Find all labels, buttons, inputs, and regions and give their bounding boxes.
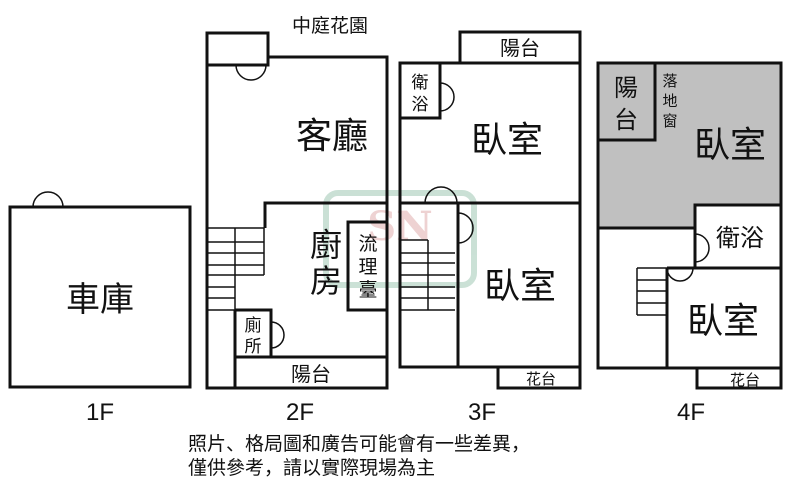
door-icon [235, 64, 267, 81]
balcony-label: 陽台 [500, 36, 540, 60]
bath-box [398, 61, 442, 120]
outer-wall [596, 61, 783, 370]
garage-label: 車庫 [66, 280, 134, 320]
door-icon [666, 267, 694, 282]
bedroom-a-label: 臥室 [694, 125, 766, 166]
door-icon [457, 212, 474, 244]
bedroom-b-label: 臥室 [687, 301, 759, 342]
counter-label-3: 臺 [358, 279, 377, 301]
living-label: 客廳 [296, 116, 368, 157]
floor-4f: 陽 台 落 地 窗 臥室 衛浴 臥室 花台 4F [596, 61, 783, 426]
floor-2f: 中庭花園 客廳 廚 房 流 理 臺 廁 所 陽台 2F [205, 15, 389, 426]
kitchen-label-1: 廚 [310, 226, 342, 264]
planter-label: 花台 [730, 371, 760, 389]
interior-walls [400, 201, 580, 367]
counter-label-1: 流 [358, 233, 377, 255]
floor-label-1f: 1F [86, 399, 114, 426]
toilet-balcony-walls [233, 308, 387, 388]
kitchen-wall [263, 201, 387, 228]
kitchen-label-2: 房 [310, 262, 342, 300]
courtyard-label: 中庭花園 [292, 15, 368, 37]
garage-room [8, 205, 192, 389]
shaded-bedroom-area [598, 63, 781, 228]
floor-1f: 車庫 1F [8, 191, 192, 426]
bath-label: 衛浴 [716, 224, 764, 252]
counter-label-2: 理 [358, 256, 377, 278]
door-icon [424, 186, 458, 204]
stairs-icon [400, 239, 455, 311]
window-label-3: 窗 [662, 112, 677, 130]
balcony-box [596, 61, 657, 142]
door-icon [439, 82, 455, 112]
disclaimer-line-1: 照片、格局圖和廣告可能會有一些差異， [188, 433, 530, 455]
outer-wall [398, 61, 582, 369]
bedroom-b-label: 臥室 [484, 266, 556, 307]
bedroom-a-label: 臥室 [471, 120, 543, 161]
planter-label: 花台 [526, 370, 556, 388]
door-icon [32, 191, 64, 208]
window-label-1: 落 [662, 72, 677, 90]
planter-box [695, 366, 783, 390]
window-label-2: 地 [662, 92, 677, 110]
shaded-boundary [598, 203, 781, 230]
balcony-label-1: 陽 [614, 74, 638, 102]
floor-label-4f: 4F [677, 399, 705, 426]
balcony-label: 陽台 [291, 362, 331, 386]
floor-3f: 陽台 衛 浴 臥室 臥室 花台 3F [398, 30, 582, 426]
planter-box [496, 365, 582, 390]
disclaimer-line-2: 僅供參考，請以實際現場為主 [188, 457, 435, 479]
stairs-icon [636, 267, 667, 316]
toilet-label-2: 所 [245, 337, 262, 357]
counter-box [346, 220, 389, 312]
floor-label-3f: 3F [468, 399, 496, 426]
bath-label-2: 浴 [412, 95, 429, 115]
door-icon [694, 233, 710, 263]
floor-label-2f: 2F [286, 399, 314, 426]
stairs-icon [207, 227, 265, 311]
door-icon [270, 321, 285, 349]
toilet-label-1: 廁 [245, 315, 262, 336]
bath-label-1: 衛 [412, 73, 429, 93]
courtyard-box [205, 31, 270, 67]
balcony-label-2: 台 [614, 106, 638, 134]
outer-wall [205, 55, 389, 390]
interior-walls [665, 228, 781, 368]
